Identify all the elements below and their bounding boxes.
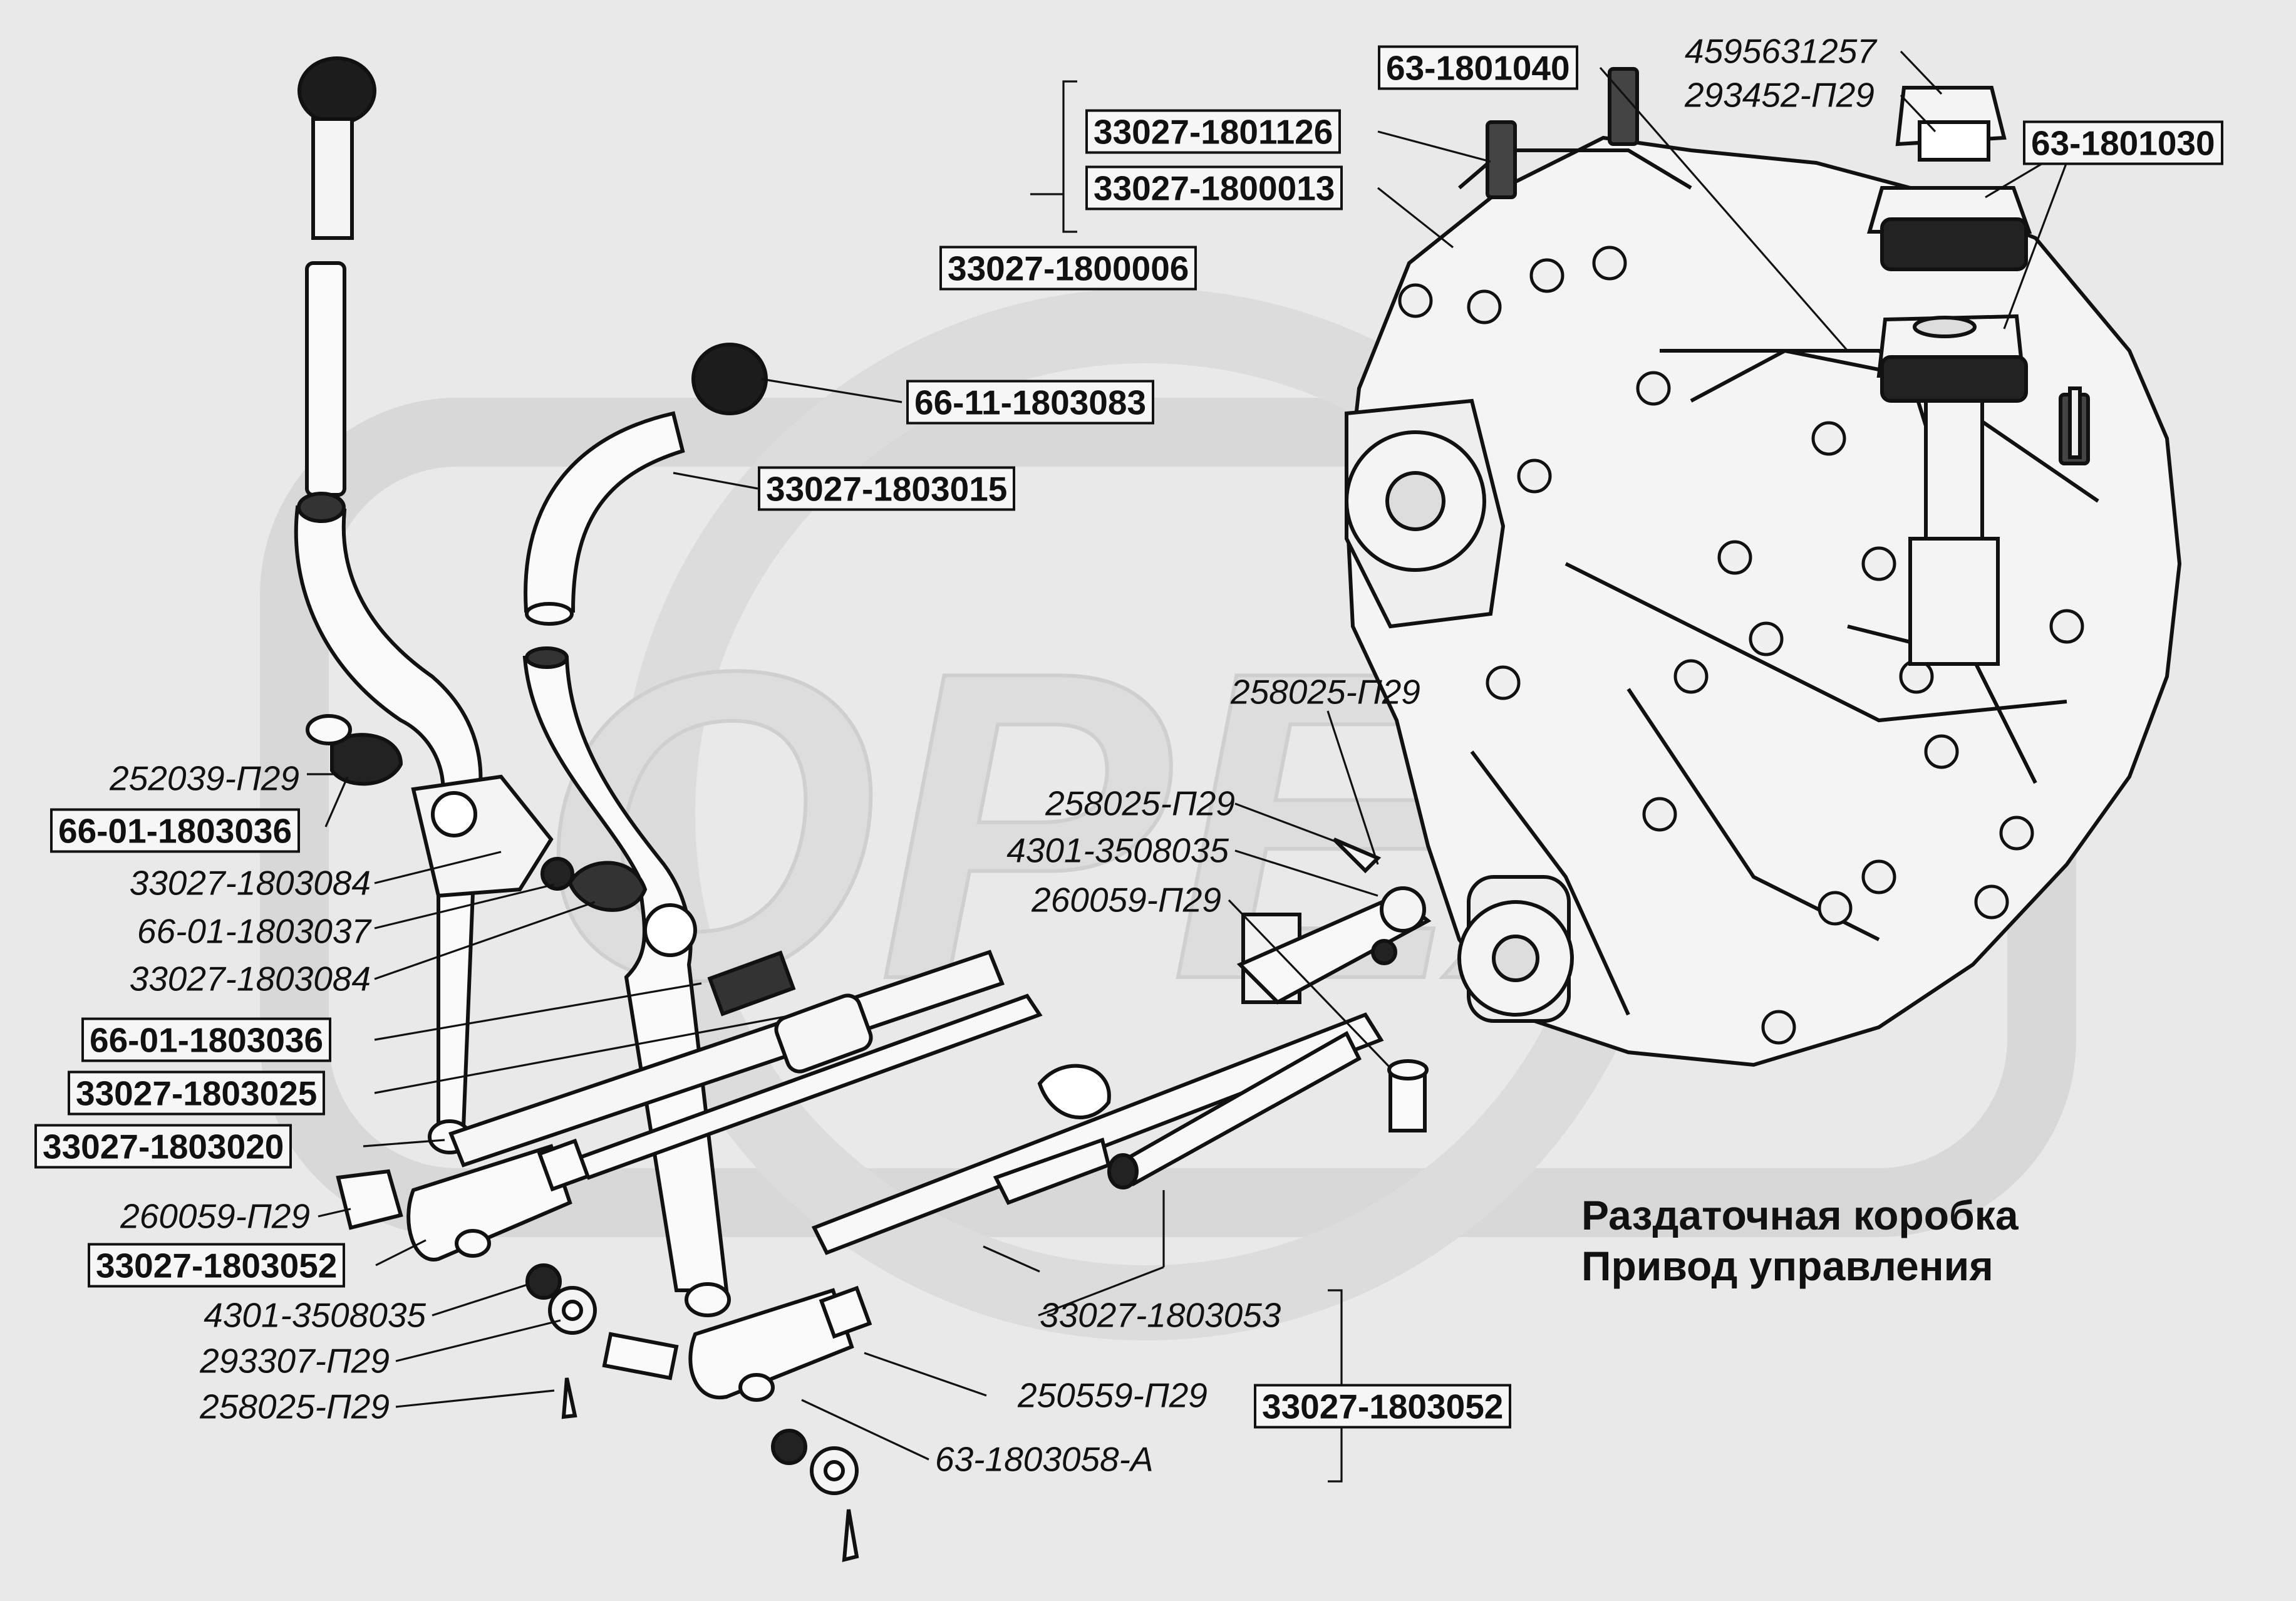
label-33027-1803015: 33027-1803015 <box>758 466 1016 511</box>
label-33027-1803053: 33027-1803053 <box>1040 1295 1281 1335</box>
label-33027-1800013: 33027-1800013 <box>1085 165 1343 210</box>
label-4595631257: 4595631257 <box>1685 31 1876 71</box>
label-66-01-1803037: 66-01-1803037 <box>137 911 371 951</box>
label-250559-p29: 250559-П29 <box>1018 1376 1207 1415</box>
label-63-1801040: 63-1801040 <box>1378 45 1578 90</box>
label-258025-p29-top: 258025-П29 <box>1231 672 1420 712</box>
label-258025-p29-mid: 258025-П29 <box>1045 784 1235 823</box>
label-66-01-1803036-b: 66-01-1803036 <box>81 1017 332 1062</box>
label-66-11-1803083: 66-11-1803083 <box>906 380 1155 425</box>
diagram-title: Раздаточная коробка Привод управления <box>1581 1190 2019 1291</box>
label-63-1803058-a: 63-1803058-А <box>935 1439 1154 1479</box>
label-4301-3508035-low: 4301-3508035 <box>204 1295 426 1335</box>
rod-forks <box>336 1059 1429 1402</box>
label-66-01-1803036-a: 66-01-1803036 <box>50 808 301 853</box>
label-258025-p29-low: 258025-П29 <box>200 1387 390 1426</box>
label-33027-1800006: 33027-1800006 <box>939 246 1197 291</box>
label-33027-1803052-b: 33027-1803052 <box>1254 1384 1512 1429</box>
label-63-1801030: 63-1801030 <box>2023 120 2223 165</box>
label-260059-p29-low: 260059-П29 <box>120 1196 310 1236</box>
label-4301-3508035-mid: 4301-3508035 <box>1006 831 1229 870</box>
label-293452-p29: 293452-П29 <box>1685 75 1875 115</box>
title-line-2: Привод управления <box>1581 1242 1993 1289</box>
lever-axle <box>306 714 1005 1168</box>
small-fasteners <box>525 837 1426 1562</box>
transfer-case-flange <box>1345 398 1574 1023</box>
label-260059-p29-mid: 260059-П29 <box>1032 880 1221 920</box>
label-33027-1803052-a: 33027-1803052 <box>88 1243 346 1288</box>
label-33027-1801126: 33027-1801126 <box>1085 109 1342 154</box>
label-252039-p29: 252039-П29 <box>110 759 299 798</box>
title-line-1: Раздаточная коробка <box>1581 1192 2019 1238</box>
rear-shift-lever <box>294 56 554 1154</box>
leader-lines <box>307 50 2074 1483</box>
label-33027-1803025: 33027-1803025 <box>68 1070 326 1116</box>
studs <box>1486 67 2090 666</box>
label-33027-1803084-a: 33027-1803084 <box>129 863 371 903</box>
cushion-parts <box>1867 86 2032 403</box>
transfer-case-bolts <box>1398 246 2084 1045</box>
label-33027-1803020: 33027-1803020 <box>34 1124 292 1169</box>
label-293307-p29: 293307-П29 <box>200 1341 390 1381</box>
label-33027-1803084-b: 33027-1803084 <box>129 959 371 998</box>
